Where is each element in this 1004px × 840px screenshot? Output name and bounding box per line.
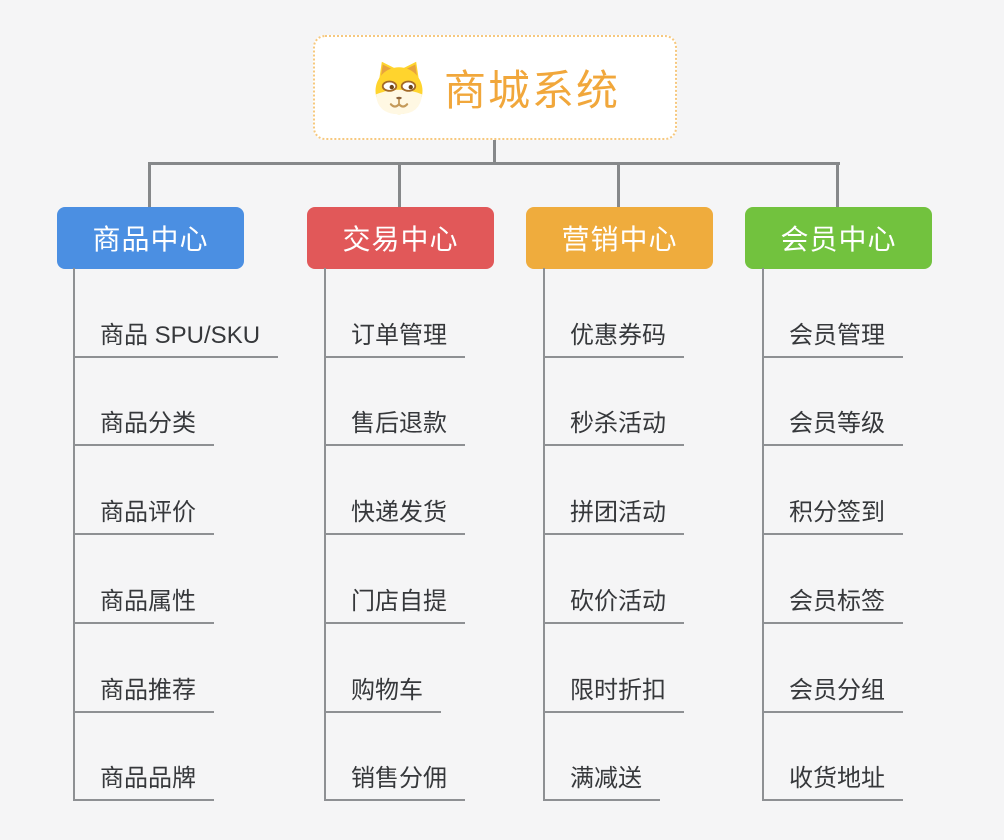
leaf-item[interactable]: 会员分组 — [762, 676, 903, 713]
root-connector-stub — [493, 140, 496, 164]
leaf-item[interactable]: 砍价活动 — [543, 587, 684, 624]
leaf-item[interactable]: 订单管理 — [324, 321, 465, 358]
branch-node-trade-center[interactable]: 交易中心 — [307, 207, 494, 269]
branch-drop-line — [398, 162, 401, 208]
leaf-item[interactable]: 商品评价 — [73, 498, 214, 535]
branch-drop-line — [836, 162, 839, 208]
branch-bus-line — [148, 162, 840, 165]
dog-face-icon — [375, 61, 423, 114]
leaf-item[interactable]: 限时折扣 — [543, 676, 684, 713]
leaf-item[interactable]: 会员标签 — [762, 587, 903, 624]
leaf-item[interactable]: 拼团活动 — [543, 498, 684, 535]
leaf-item[interactable]: 售后退款 — [324, 409, 465, 446]
leaf-item[interactable]: 秒杀活动 — [543, 409, 684, 446]
leaf-item[interactable]: 商品分类 — [73, 409, 214, 446]
leaf-item[interactable]: 满减送 — [543, 764, 660, 801]
leaf-item[interactable]: 收货地址 — [762, 764, 903, 801]
leaf-item[interactable]: 购物车 — [324, 676, 441, 713]
branch-node-product-center[interactable]: 商品中心 — [57, 207, 244, 269]
root-node-mall-system[interactable]: 商城系统 — [313, 35, 677, 140]
branch-drop-line — [148, 162, 151, 208]
leaf-item[interactable]: 积分签到 — [762, 498, 903, 535]
leaf-item[interactable]: 优惠券码 — [543, 321, 684, 358]
leaf-item[interactable]: 会员管理 — [762, 321, 903, 358]
leaf-item[interactable]: 快递发货 — [324, 498, 465, 535]
branch-node-marketing-center[interactable]: 营销中心 — [526, 207, 713, 269]
branch-node-member-center[interactable]: 会员中心 — [745, 207, 932, 269]
root-title: 商城系统 — [443, 67, 620, 114]
leaf-item[interactable]: 商品 SPU/SKU — [73, 321, 279, 358]
branch-drop-line — [617, 162, 620, 208]
leaf-item[interactable]: 商品属性 — [73, 587, 214, 624]
leaf-item[interactable]: 门店自提 — [324, 587, 465, 624]
leaf-item[interactable]: 商品推荐 — [73, 676, 214, 713]
leaf-item[interactable]: 商品品牌 — [73, 764, 214, 801]
leaf-item[interactable]: 销售分佣 — [324, 764, 465, 801]
leaf-item[interactable]: 会员等级 — [762, 409, 903, 446]
